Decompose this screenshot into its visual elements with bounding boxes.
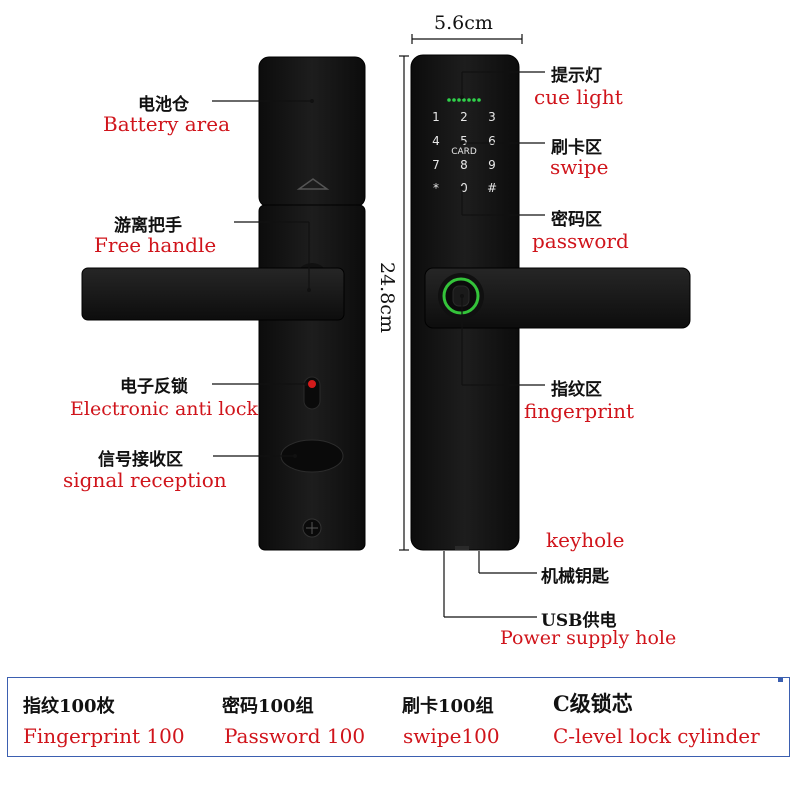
antilock-label-cn: 电子反锁 xyxy=(120,377,188,397)
usb-label-en: Power supply hole xyxy=(500,627,677,649)
front-handle xyxy=(424,267,691,329)
key-8[interactable]: 8 xyxy=(460,158,468,172)
battery-label-cn: 电池仓 xyxy=(138,95,189,115)
key-6[interactable]: 6 xyxy=(488,134,496,148)
key-3[interactable]: 3 xyxy=(488,110,496,124)
anti-lock-switch xyxy=(303,376,321,410)
specs-box xyxy=(7,677,790,757)
spec-swipe-en: swipe100 xyxy=(403,724,500,748)
spec-swipe-cn: 刷卡100组 xyxy=(402,696,494,717)
spec-password-cn: 密码100组 xyxy=(222,696,314,717)
spec-cylinder-en: C-level lock cylinder xyxy=(553,724,760,748)
battery-arrow-icon xyxy=(296,178,330,190)
keyhole-label-en: keyhole xyxy=(546,528,625,552)
key-hash[interactable]: # xyxy=(486,181,498,195)
swipe-label-cn: 刷卡区 xyxy=(551,138,602,158)
handle-label-en: Free handle xyxy=(94,233,217,257)
key-2[interactable]: 2 xyxy=(460,110,468,124)
handle-label-cn: 游离把手 xyxy=(114,216,182,236)
free-handle xyxy=(81,267,345,321)
spec-password-en: Password 100 xyxy=(224,724,366,748)
fingerprint-label-en: fingerprint xyxy=(524,399,635,423)
signal-label-cn: 信号接收区 xyxy=(98,450,183,470)
key-4[interactable]: 4 xyxy=(432,134,440,148)
anti-lock-red-dot xyxy=(308,380,316,388)
fingerprint-label-cn: 指纹区 xyxy=(551,380,602,400)
cue-label-en: cue light xyxy=(534,85,623,109)
spec-box-corner-marker xyxy=(778,677,783,682)
card-label: CARD xyxy=(451,147,477,157)
battery-label-en: Battery area xyxy=(103,112,230,136)
signal-label-en: signal reception xyxy=(63,468,227,492)
keyhole-label-cn: 机械钥匙 xyxy=(541,567,609,587)
cue-light-leds xyxy=(447,98,481,102)
key-7[interactable]: 7 xyxy=(432,158,440,172)
key-5[interactable]: 5 xyxy=(460,134,468,148)
spec-cylinder-cn: C级锁芯 xyxy=(553,691,633,716)
usb-label-cn: USB供电 xyxy=(541,611,617,631)
height-dimension: 24.8cm xyxy=(376,262,398,333)
cue-label-cn: 提示灯 xyxy=(551,66,602,86)
spec-fingerprint-cn: 指纹100枚 xyxy=(23,696,115,717)
key-9[interactable]: 9 xyxy=(488,158,496,172)
keyhole-slot xyxy=(455,546,469,550)
swipe-label-en: swipe xyxy=(550,155,609,179)
key-star[interactable]: * xyxy=(433,181,439,195)
width-dimension: 5.6cm xyxy=(434,12,493,34)
antilock-label-en: Electronic anti lock xyxy=(70,398,258,420)
password-label-en: password xyxy=(532,229,629,253)
key-1[interactable]: 1 xyxy=(432,110,440,124)
spec-fingerprint-en: Fingerprint 100 xyxy=(23,724,185,748)
password-label-cn: 密码区 xyxy=(551,210,602,230)
